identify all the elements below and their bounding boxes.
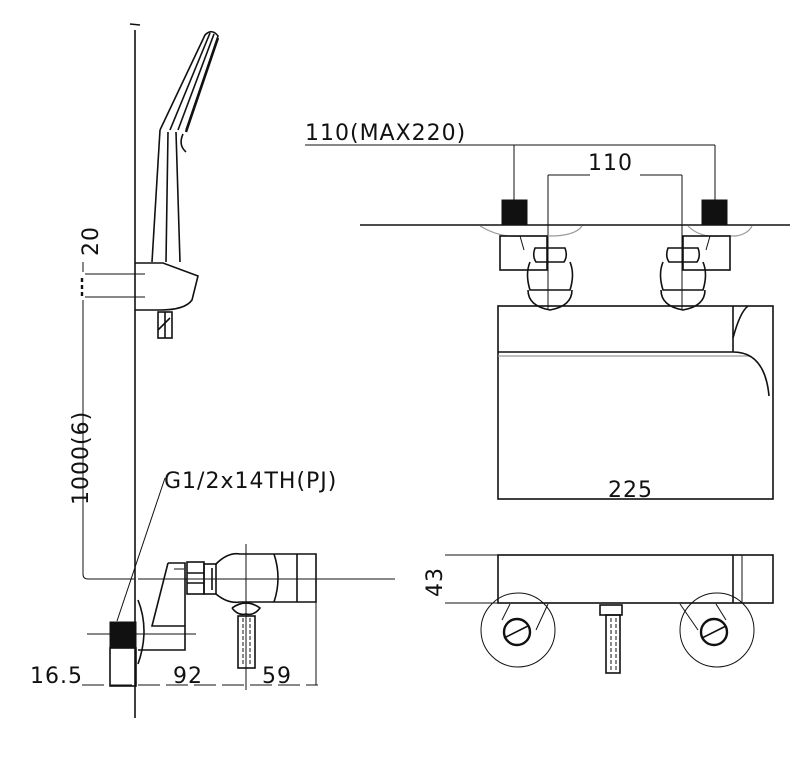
thread-callout: G1/2x14TH(PJ) <box>164 469 337 494</box>
dim-wall-offset: 16.5 <box>30 664 83 689</box>
hose-connector-icon <box>599 604 623 674</box>
dim-body-depth-b: 59 <box>262 664 292 689</box>
mount-left-icon <box>480 592 556 668</box>
side-view: 20 1000(6) G1/2x14TH(PJ) <box>30 23 395 718</box>
mount-right-icon <box>679 592 755 668</box>
top-view: 43 <box>423 554 774 674</box>
front-view: 110(MAX220) 110 <box>305 121 790 503</box>
dim-hose-length: 1000(6) <box>69 411 94 505</box>
dim-body-depth-a: 92 <box>173 664 203 689</box>
hand-shower-icon <box>151 30 220 263</box>
dim-inlet-spacing: 110 <box>588 151 633 176</box>
inlet-left-icon <box>479 199 583 311</box>
inlet-right-icon <box>659 199 753 311</box>
dim-hook-height: 20 <box>79 226 104 256</box>
faucet-body-side-icon <box>87 544 395 690</box>
shower-holder-icon <box>135 262 199 339</box>
dim-body-width: 225 <box>608 478 653 503</box>
dim-body-height: 43 <box>423 567 448 597</box>
dim-inlet-spacing-range: 110(MAX220) <box>305 121 466 146</box>
faucet-body-front-icon <box>497 305 774 500</box>
